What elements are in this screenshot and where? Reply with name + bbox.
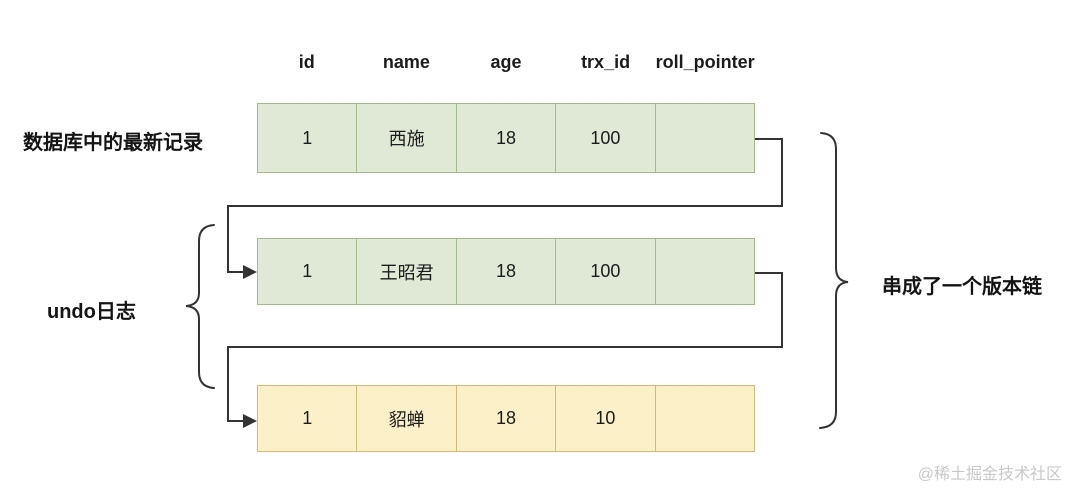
cell-age: 18: [455, 103, 557, 173]
cell-id: 1: [257, 103, 358, 173]
label-latest-record: 数据库中的最新记录: [23, 132, 203, 154]
column-header-id: id: [298, 52, 315, 72]
cell-id: 1: [257, 238, 358, 305]
cell-name: 西施: [356, 103, 457, 173]
column-header-trx-id: trx_id: [581, 52, 631, 72]
label-undo-log: undo日志: [47, 301, 136, 323]
cell-roll-pointer: [654, 103, 756, 173]
arrowhead-icon: [243, 414, 257, 428]
version-chain-brace-icon: [819, 132, 849, 429]
watermark: @稀土掘金技术社区: [917, 466, 1062, 483]
record-row-undo-1: 1 王昭君 18 100: [257, 238, 756, 305]
arrowhead-icon: [243, 265, 257, 279]
record-row-latest: 1 西施 18 100: [257, 103, 756, 173]
cell-roll-pointer: [654, 385, 756, 452]
cell-id: 1: [257, 385, 358, 452]
column-header-roll-pointer: roll_pointer: [655, 52, 755, 72]
cell-age: 18: [455, 238, 557, 305]
cell-name: 王昭君: [356, 238, 457, 305]
column-header-row: id name age trx_id roll_pointer: [257, 52, 755, 73]
cell-name: 貂蝉: [356, 385, 457, 452]
column-header-name: name: [382, 52, 430, 72]
cell-trx-id: 100: [555, 103, 656, 173]
cell-roll-pointer: [654, 238, 756, 305]
cell-trx-id: 10: [555, 385, 656, 452]
cell-age: 18: [455, 385, 557, 452]
undo-log-brace-icon: [185, 224, 215, 389]
cell-trx-id: 100: [555, 238, 656, 305]
label-version-chain: 串成了一个版本链: [882, 276, 1042, 298]
record-row-undo-2: 1 貂蝉 18 10: [257, 385, 756, 452]
column-header-age: age: [490, 52, 522, 72]
